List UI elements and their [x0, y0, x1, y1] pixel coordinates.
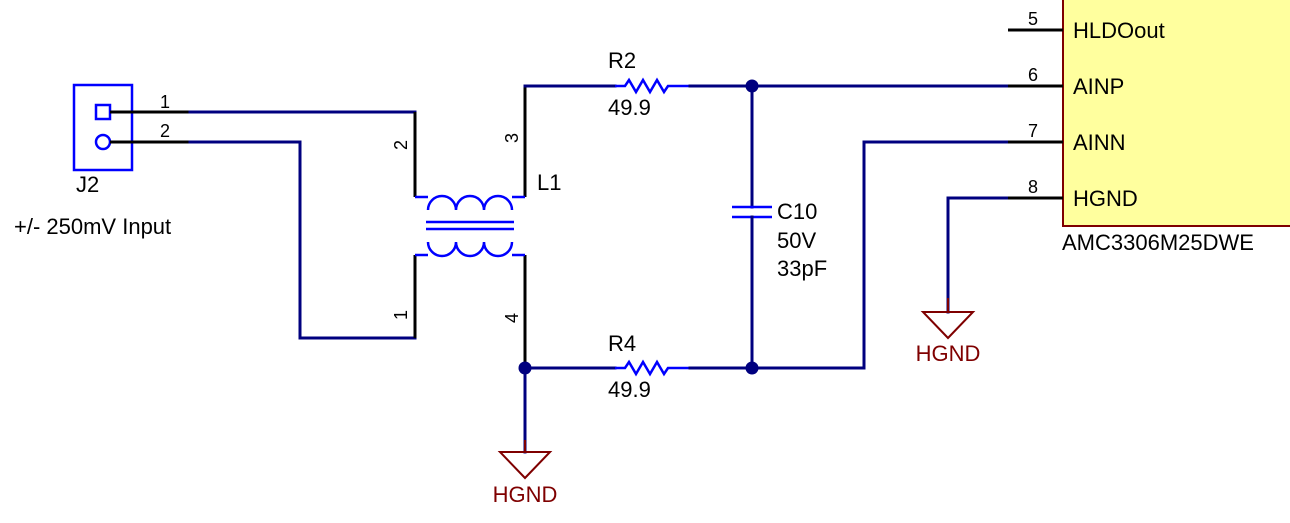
r4-zigzag	[615, 359, 690, 377]
ground-right-label: HGND	[916, 341, 981, 366]
ground-left-label: HGND	[493, 482, 558, 507]
capacitor-c10: C10 50V 33pF	[732, 84, 827, 370]
connector-pin2-circle	[94, 133, 112, 151]
junction-bottom-right	[745, 361, 759, 375]
r4-ref: R4	[608, 331, 636, 356]
l1-pin3-number: 3	[502, 133, 522, 143]
ground-right: HGND	[916, 196, 1012, 366]
ic-pin8-name: HGND	[1073, 186, 1138, 211]
ic-pin5-name: HLDOout	[1073, 18, 1165, 43]
r2-value: 49.9	[608, 95, 651, 120]
wire-j2-pin2	[188, 140, 417, 340]
input-range-note: +/- 250mV Input	[14, 214, 171, 239]
ic-pin7-name: AINN	[1073, 130, 1126, 155]
ground-right-symbol	[920, 311, 976, 340]
c10-voltage: 50V	[777, 228, 816, 253]
connector-pin1-number: 1	[160, 92, 170, 112]
wire-r4-to-ainn	[688, 140, 1012, 370]
transformer-ref: L1	[537, 170, 561, 195]
connector-pin2-number: 2	[160, 121, 170, 141]
ic-amc3306: 5 6 7 8 HLDOout AINP AINN HGND AMC3306M2…	[1008, 0, 1290, 255]
ic-part-number: AMC3306M25DWE	[1062, 230, 1254, 255]
r4-value: 49.9	[608, 377, 651, 402]
c10-value: 33pF	[777, 256, 827, 281]
l1-pin1-number: 1	[391, 310, 411, 320]
ground-left: HGND	[493, 366, 558, 507]
connector-pin1-square	[94, 103, 112, 121]
r2-ref: R2	[608, 48, 636, 73]
ic-pin7-number: 7	[1028, 121, 1038, 141]
resistor-r2: R2 49.9	[608, 48, 690, 120]
ic-pin6-number: 6	[1028, 65, 1038, 85]
c10-ref: C10	[777, 199, 817, 224]
l1-winding-top	[426, 194, 514, 211]
wire-hgnd-to-ground	[946, 196, 1012, 314]
ground-left-symbol	[497, 451, 553, 480]
connector-body	[72, 83, 134, 172]
r2-zigzag	[615, 77, 690, 95]
resistor-r4: R4 49.9	[608, 331, 690, 402]
l1-pin2-number: 2	[391, 140, 411, 150]
connector-ref: J2	[76, 172, 99, 197]
connector-j2: 1 2 J2 +/- 250mV Input	[14, 83, 190, 239]
ic-pin8-number: 8	[1028, 177, 1038, 197]
l1-pin4-number: 4	[502, 313, 522, 323]
transformer-l1: 2 1 3 4 L1	[391, 86, 561, 368]
ic-pin6-name: AINP	[1073, 74, 1124, 99]
ic-body	[1062, 0, 1290, 227]
ic-pin5-number: 5	[1028, 9, 1038, 29]
l1-winding-bottom	[426, 241, 514, 258]
